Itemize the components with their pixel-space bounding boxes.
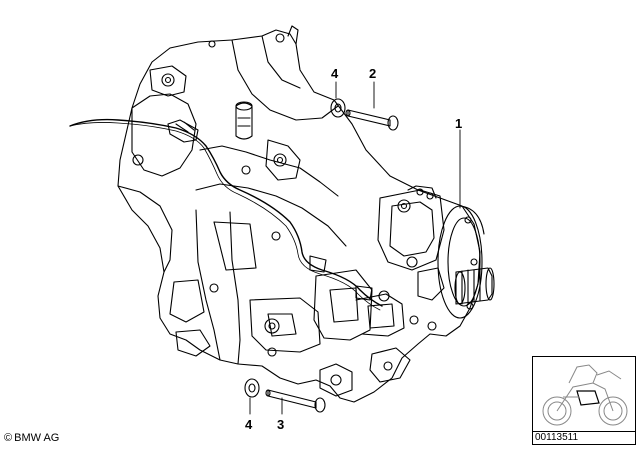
bolt-3 — [265, 389, 326, 413]
motorcycle-position-thumbnail-icon — [532, 356, 636, 432]
callout-part-4-bottom: 4 — [245, 417, 253, 432]
sensor-cable — [69, 118, 383, 307]
callout-part-4-top: 4 — [331, 66, 339, 81]
housing-outline — [117, 29, 481, 403]
callout-part-2: 2 — [369, 66, 377, 81]
copyright-text: BMW AG — [14, 432, 60, 444]
callout-part-3: 3 — [277, 417, 285, 432]
bolt-2 — [345, 109, 399, 131]
output-shaft — [455, 267, 493, 305]
copyright-notice: © BMW AG — [4, 432, 59, 444]
callout-part-1: 1 — [455, 116, 463, 131]
washer-4-top — [330, 98, 346, 118]
washer-4-bottom — [244, 378, 260, 398]
reference-number: 00113511 — [532, 431, 636, 445]
copyright-symbol: © — [4, 432, 13, 444]
